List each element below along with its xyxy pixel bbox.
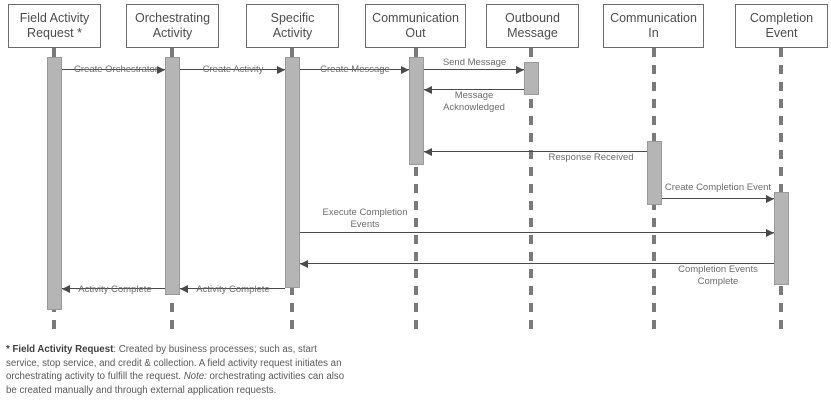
lifeline-header-label: Orchestrating Activity <box>134 11 211 40</box>
lifeline-header-orchestrating-activity[interactable]: Orchestrating Activity <box>126 4 219 48</box>
lifeline-outbound-message <box>529 48 533 332</box>
message-label-create-message: Create Message <box>320 64 390 75</box>
message-label-activity-complete-orchestrating-to-request: Activity Complete <box>78 284 152 295</box>
lifeline-header-communication-out[interactable]: Communication Out <box>365 4 466 48</box>
activation-field-activity-request <box>47 57 62 310</box>
message-label-activity-complete-specific-to-orchestrating: Activity Complete <box>196 284 270 295</box>
activation-completion-event <box>774 192 789 285</box>
lifeline-communication-out <box>414 48 418 332</box>
message-label-message-acknowledged: Message Acknowledged <box>443 90 505 113</box>
message-line-activity-complete-orchestrating-to-request <box>62 288 165 289</box>
arrow-head-create-activity-icon <box>277 65 285 74</box>
footnote-colon: : <box>113 344 119 355</box>
message-line-create-activity <box>180 69 285 70</box>
message-line-message-acknowledged <box>424 89 524 90</box>
activation-outbound-message <box>524 62 539 95</box>
message-label-create-activity: Create Activity <box>202 64 264 75</box>
message-label-send-message: Send Message <box>442 57 507 68</box>
lifeline-header-completion-event[interactable]: Completion Event <box>735 4 828 48</box>
lifeline-header-label: Specific Activity <box>270 11 315 40</box>
lifeline-header-label: Completion Event <box>749 11 814 40</box>
message-label-completion-events-complete: Completion Events Complete <box>678 264 758 287</box>
message-line-create-completion-event <box>662 198 774 199</box>
lifeline-header-field-activity-request[interactable]: Field Activity Request * <box>8 4 101 48</box>
message-label-create-completion-event: Create Completion Event <box>664 182 772 193</box>
arrow-head-send-message-icon <box>516 65 524 74</box>
footnote-marker: * Field Activity Request <box>6 344 114 355</box>
message-line-create-orchestrator <box>62 69 165 70</box>
activation-specific-activity <box>285 57 300 288</box>
footnote-note-body: orchestrating activities can also be cre… <box>6 371 345 396</box>
activation-orchestrating-activity <box>165 57 180 295</box>
footnote-body: Created by business processes; such as, … <box>6 344 342 383</box>
lifeline-header-label: Outbound Message <box>505 11 560 40</box>
message-label-response-received: Response Received <box>548 152 634 163</box>
arrow-head-create-completion-event-icon <box>766 194 774 203</box>
message-line-activity-complete-specific-to-orchestrating <box>180 288 285 289</box>
arrow-head-activity-complete-specific-to-orchestrating-icon <box>180 284 188 293</box>
lifeline-header-label: Communication In <box>610 11 697 40</box>
arrow-head-create-message-icon <box>401 65 409 74</box>
lifeline-header-communication-in[interactable]: Communication In <box>603 4 704 48</box>
footnote-note-label: Note: <box>183 371 207 383</box>
message-label-execute-completion-events: Execute Completion Events <box>322 207 408 230</box>
field-activity-request-note: * Field Activity Request: Created by bus… <box>6 343 346 397</box>
message-line-completion-events-complete <box>300 263 774 264</box>
lifeline-completion-event <box>779 48 783 332</box>
lifeline-header-label: Field Activity Request * <box>19 11 90 40</box>
arrow-head-execute-completion-events-icon <box>766 228 774 237</box>
message-line-create-message <box>300 69 409 70</box>
message-line-response-received <box>424 151 647 152</box>
arrow-head-create-orchestrator-icon <box>157 65 165 74</box>
lifeline-header-label: Communication Out <box>372 11 459 40</box>
lifeline-header-specific-activity[interactable]: Specific Activity <box>246 4 339 48</box>
arrow-head-message-acknowledged-icon <box>424 85 432 94</box>
arrow-head-activity-complete-orchestrating-to-request-icon <box>62 284 70 293</box>
arrow-head-completion-events-complete-icon <box>300 259 308 268</box>
activation-communication-in <box>647 141 662 205</box>
lifeline-header-outbound-message[interactable]: Outbound Message <box>486 4 579 48</box>
activation-communication-out <box>409 57 424 165</box>
message-label-create-orchestrator: Create Orchestrator <box>74 64 158 75</box>
message-line-execute-completion-events <box>300 232 774 233</box>
message-line-send-message <box>424 69 524 70</box>
arrow-head-response-received-icon <box>424 147 432 156</box>
